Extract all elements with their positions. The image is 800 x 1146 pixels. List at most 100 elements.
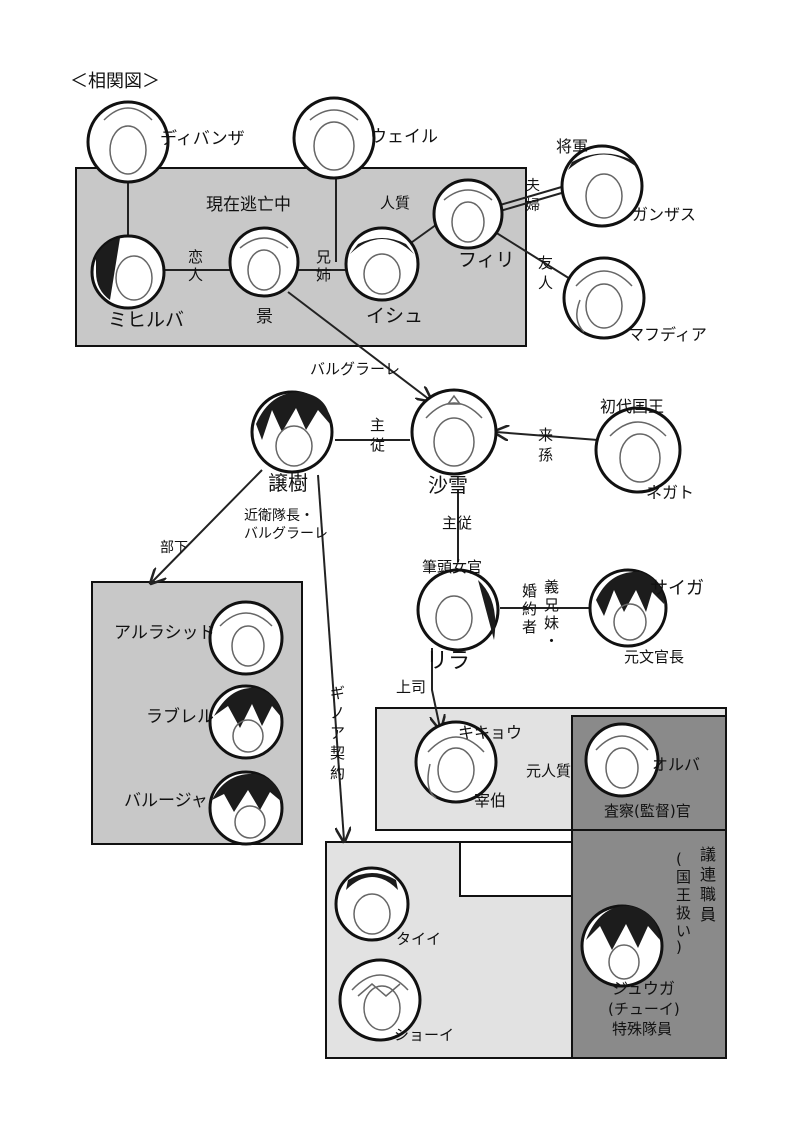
rel-step-siblings-1: 兄 (544, 596, 559, 614)
rel-ginoa-2: ア (330, 724, 345, 742)
rel-former-hostage: 元人質 (526, 762, 571, 780)
portrait-sayuki (410, 388, 498, 476)
rel-master-servant-1: 従 (370, 436, 385, 454)
rel-spouses-0: 夫 (526, 178, 540, 194)
name-weil: ウェイル (370, 127, 438, 147)
rel-friend-1: 人 (538, 274, 553, 292)
portrait-divanza (86, 100, 170, 184)
portrait-ganzasu (560, 144, 644, 228)
name-ganzasu: ガンザス (632, 205, 696, 224)
portrait-kikyou (414, 720, 498, 804)
name-taii: タイイ (396, 930, 441, 948)
name-mafudia: マフディア (628, 325, 707, 344)
rel-friend-0: 友 (538, 254, 553, 272)
arrow-rira-kikyou (432, 648, 440, 728)
role-kanmon-vertical: 議 連 職 員 (700, 845, 716, 924)
name-rabureru: ラブレル (146, 706, 214, 727)
name-rira: リラ (426, 649, 470, 674)
note-kanmon-vertical: ( 国 王 扱 い ) (676, 850, 691, 956)
rel-ginoa-0: ギ (330, 684, 345, 702)
rel-step-siblings-2: 妹 (544, 614, 559, 632)
rel-step-siblings-3: ・ (544, 632, 559, 650)
portrait-arurashiddo (208, 600, 284, 676)
name-kikyou: キキョウ (458, 723, 522, 742)
portrait-ishu (344, 226, 420, 302)
rel-guard-captain: 近衛隊長・ (244, 508, 314, 524)
role-saiga: 元文官長 (624, 648, 684, 666)
name-ishu: イシュ (366, 305, 423, 327)
name-kei: 景 (256, 307, 273, 327)
name-firi: フィリ (458, 249, 515, 271)
rel-chief-lady: 筆頭女官 (422, 558, 482, 576)
rel-master-servant2: 主従 (442, 514, 472, 532)
portrait-rira (416, 568, 500, 652)
rel-grandchild-1: 孫 (538, 446, 553, 464)
name-divanza: ディバンザ (160, 128, 245, 149)
arrow-jouju-subordinates (152, 469, 263, 582)
name-shooi: ショーイ (394, 1026, 454, 1044)
name-sayuki: 沙雪 (428, 473, 468, 497)
rel-ginoa-1: ノ (330, 704, 345, 722)
char-note-1: 国 (676, 868, 691, 886)
rel-master-servant-0: 主 (370, 416, 385, 434)
char-kanmon-3: 員 (700, 905, 716, 924)
portrait-rabureru (208, 684, 284, 760)
role-oruba: 査察(監督)官 (604, 802, 691, 820)
char-note-2: 王 (676, 886, 691, 904)
portrait-juuga (580, 904, 664, 988)
name-saiga: サイガ (650, 578, 704, 599)
portrait-weil (292, 96, 376, 180)
arrow-jouju-ginoa (317, 474, 344, 840)
rel-lovers-1: 人 (188, 266, 203, 284)
portrait-mafudia (562, 256, 646, 340)
rel-siblings-1: 姉 (316, 266, 331, 284)
rel-spouses-1: 婦 (526, 197, 540, 214)
line-firi-ganzasu-a (499, 185, 566, 206)
char-note-5: ) (676, 938, 682, 956)
char-note-3: 扱 (676, 904, 691, 922)
group-label-fugitives: 現在逃亡中 (206, 195, 291, 215)
rel-ginoa-3: 契 (330, 744, 345, 762)
char-kanmon-0: 議 (700, 845, 716, 864)
char-kanmon-2: 職 (700, 885, 716, 904)
portrait-oruba (584, 722, 660, 798)
line-firi-mafudia (494, 231, 576, 283)
portrait-firi (432, 178, 504, 250)
rel-fiance-0: 婚 (522, 582, 537, 600)
portrait-mihiruba (90, 234, 166, 310)
title-shogun: 将軍 (556, 137, 588, 156)
role-juuga: 特殊隊員 (612, 1020, 672, 1038)
name-mihiruba: ミヒルバ (108, 309, 184, 331)
char-note-0: ( (676, 850, 682, 868)
portrait-taii (334, 866, 410, 942)
portrait-negato (594, 406, 682, 494)
portrait-baruja (208, 770, 284, 846)
char-note-4: い (676, 922, 691, 940)
rel-fiance-1: 約 (522, 600, 537, 618)
portrait-saiga (588, 568, 668, 648)
name-arurashiddo: アルラシッド (114, 623, 216, 643)
portrait-shooi (338, 958, 422, 1042)
rel-siblings-0: 兄 (316, 248, 331, 266)
rel-step-siblings-0: 義 (544, 578, 559, 596)
alias-juuga: (チューイ) (608, 1000, 680, 1018)
name-oruba: オルバ (652, 755, 700, 774)
title-shodai: 初代国王 (600, 397, 664, 416)
rel-guard-barugurare: バルグラーレ (244, 526, 328, 542)
name-juuga: ジュウガ (612, 979, 675, 998)
rel-superior: 上司 (396, 678, 426, 696)
rel-subordinates: 部下 (160, 540, 188, 556)
arrow-negato-sayuki (496, 432, 599, 441)
char-kanmon-1: 連 (700, 865, 716, 884)
rel-fiance-2: 者 (522, 618, 537, 636)
group-box-ginoa-notch (459, 841, 573, 897)
portrait-kei (228, 226, 300, 298)
rel-barugurare: バルグラーレ (310, 360, 400, 378)
arrow-kei-sayuki (287, 291, 430, 400)
role-kikyou: 宰伯 (474, 791, 506, 810)
name-jouju: 譲樹 (268, 471, 308, 495)
portrait-jouju (250, 390, 334, 474)
line-firi-ganzasu-b (499, 191, 566, 212)
diagram-title: ＜相関図＞ (70, 71, 160, 92)
